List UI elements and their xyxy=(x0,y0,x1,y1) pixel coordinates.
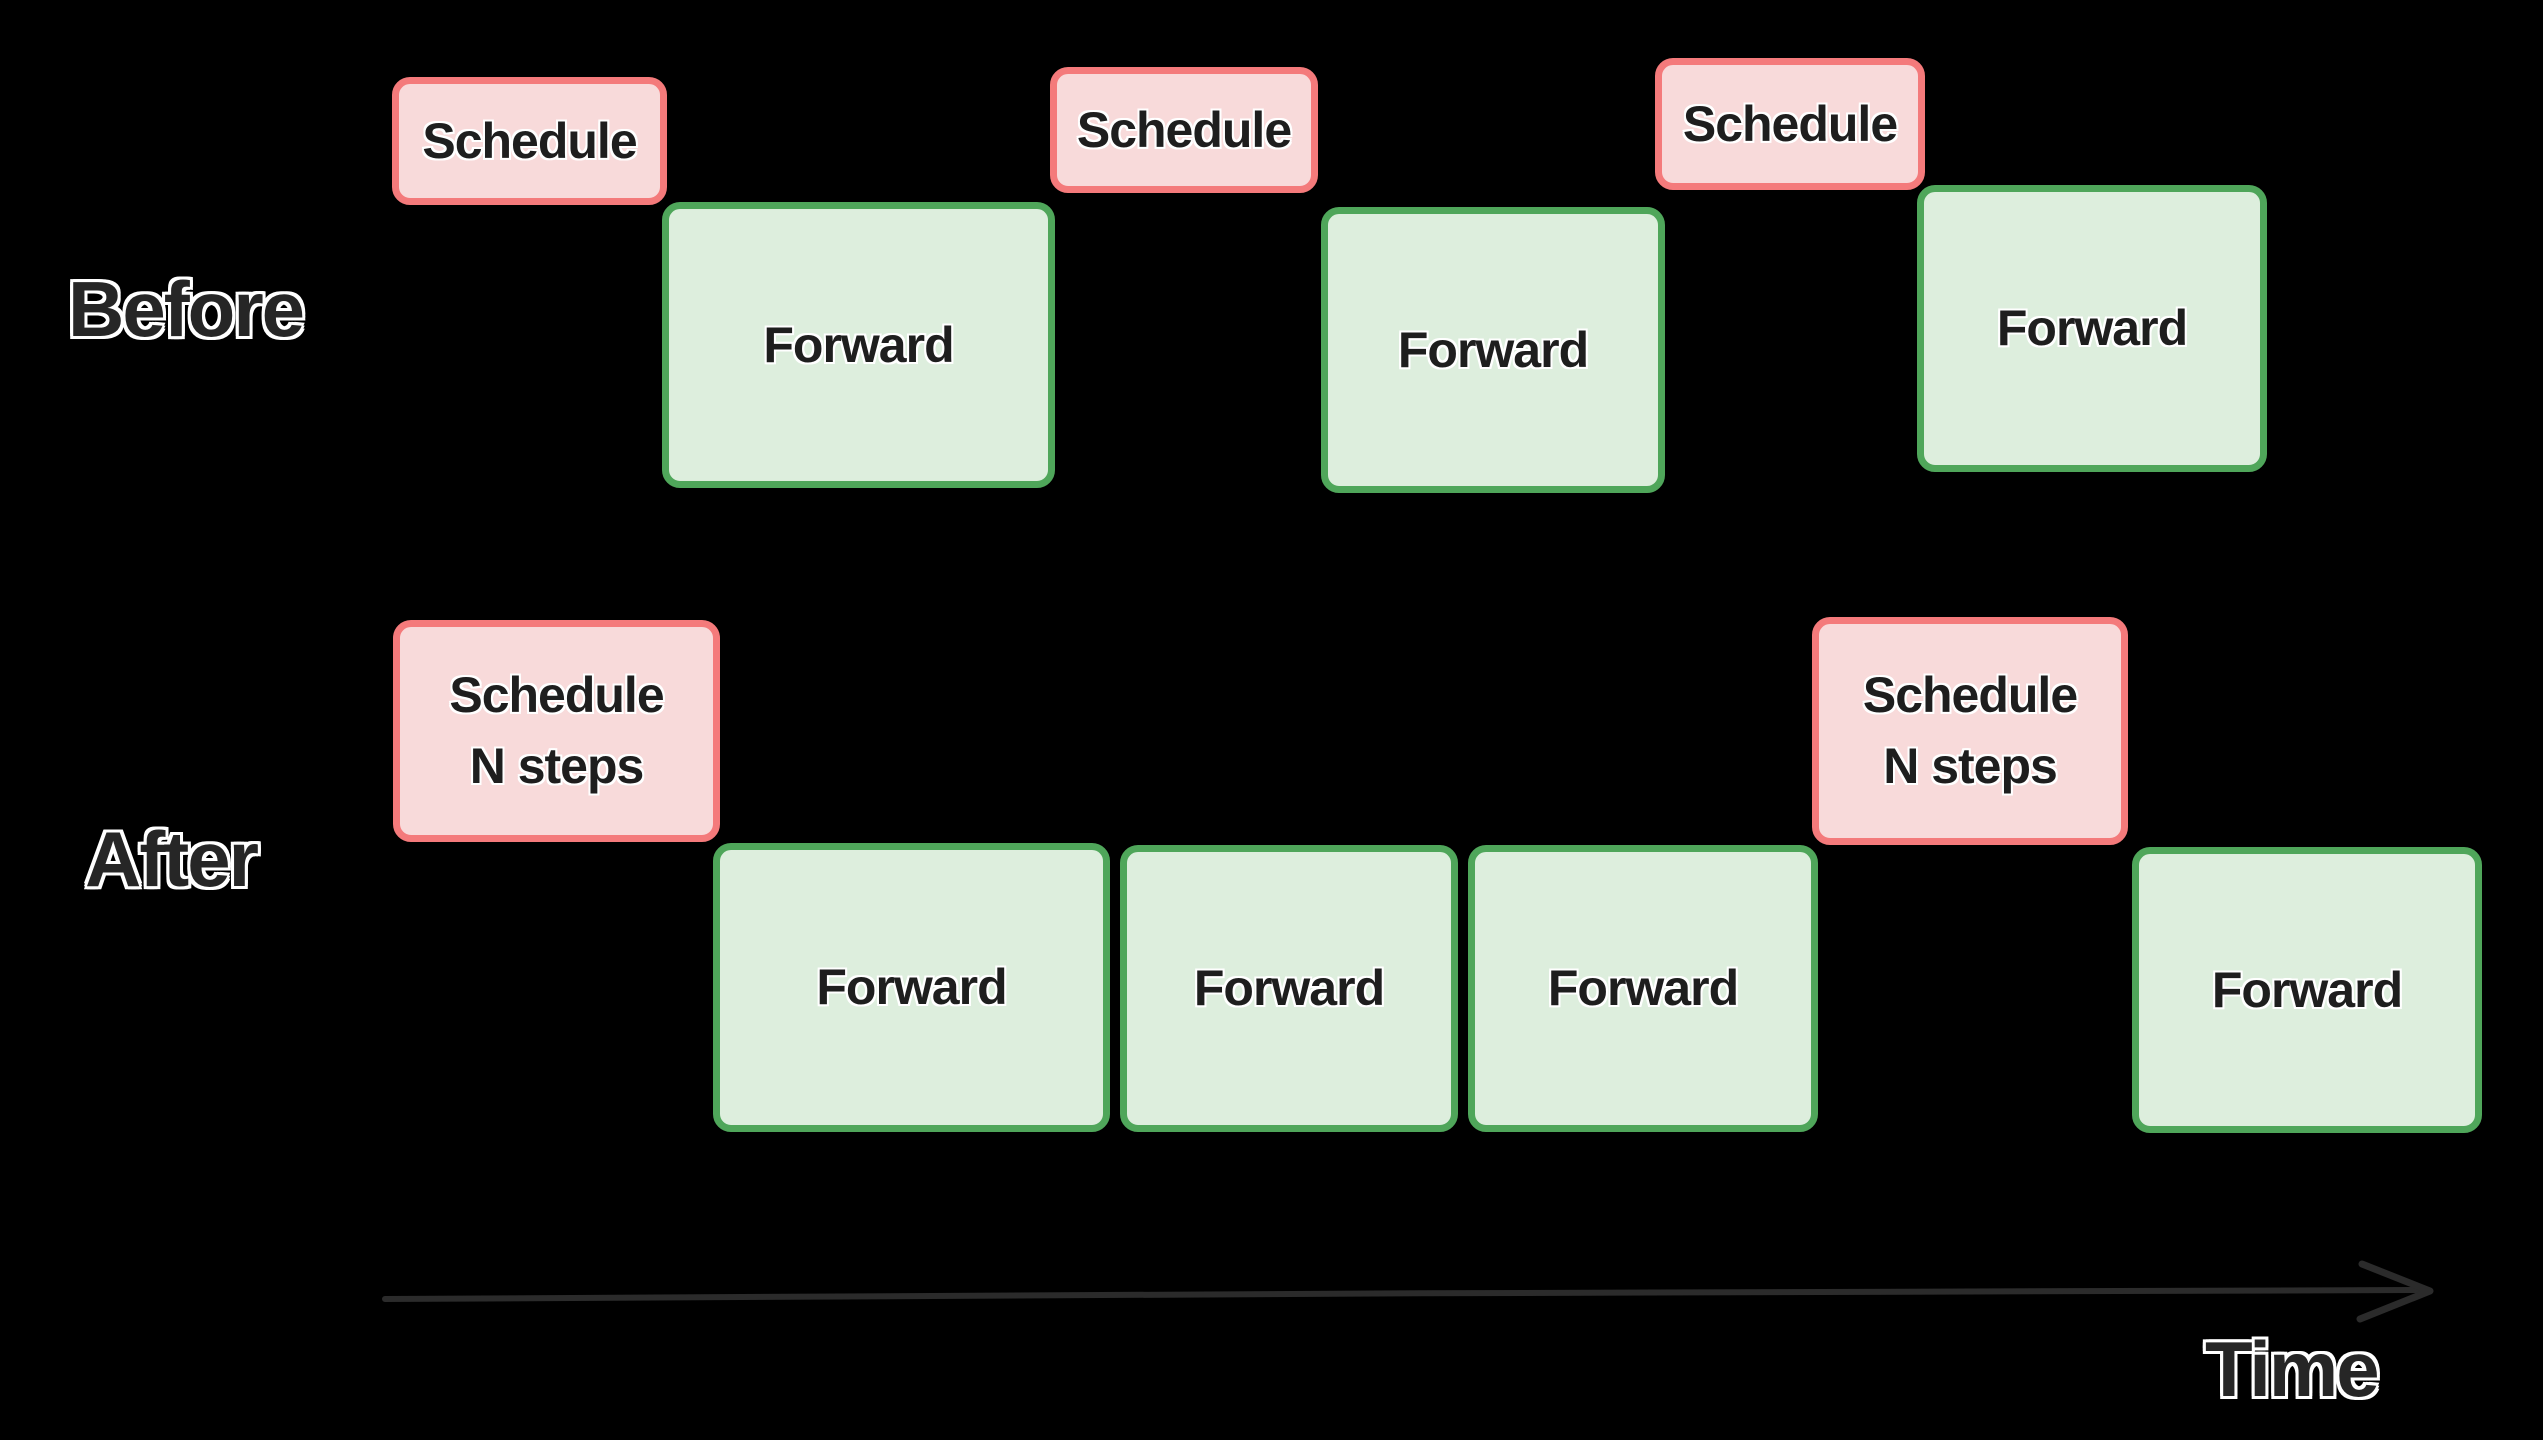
before-schedule-box-3-label: Schedule xyxy=(1682,95,1898,152)
before-schedule-box-1-label: Schedule xyxy=(422,112,637,169)
time-axis-arrowhead-icon xyxy=(2356,1260,2434,1323)
after-schedule-n-steps-box-1: Schedule N steps xyxy=(393,620,720,842)
before-schedule-box-1: Schedule xyxy=(392,77,667,205)
after-forward-box-3-label: Forward xyxy=(1547,960,1739,1016)
before-forward-box-1-label: Forward xyxy=(763,316,954,373)
after-forward-box-2: Forward xyxy=(1120,845,1458,1132)
before-forward-box-1: Forward xyxy=(662,202,1055,488)
before-schedule-box-3: Schedule xyxy=(1655,58,1925,190)
before-row-label: Before xyxy=(68,265,305,353)
before-forward-box-3: Forward xyxy=(1917,185,2267,472)
time-axis-label: Time xyxy=(2205,1325,2380,1413)
after-schedule-n-steps-box-2-line1: Schedule xyxy=(1862,667,2078,723)
after-forward-box-1: Forward xyxy=(713,843,1110,1132)
after-schedule-n-steps-box-2-line2: N steps xyxy=(1883,738,2058,794)
after-forward-box-1-label: Forward xyxy=(816,959,1007,1015)
before-forward-box-2: Forward xyxy=(1321,207,1665,493)
after-schedule-n-steps-box-2: Schedule N steps xyxy=(1812,617,2128,845)
before-forward-box-2-label: Forward xyxy=(1397,321,1589,378)
after-forward-box-4: Forward xyxy=(2132,847,2482,1133)
time-axis-line xyxy=(382,1287,2425,1302)
before-forward-box-3-label: Forward xyxy=(1996,300,2188,356)
before-schedule-box-2-label: Schedule xyxy=(1076,101,1292,158)
after-row-label: After xyxy=(85,815,259,903)
after-forward-box-4-label: Forward xyxy=(2211,961,2403,1018)
after-schedule-n-steps-box-1-line1: Schedule xyxy=(449,667,664,723)
before-schedule-box-2: Schedule xyxy=(1050,67,1318,193)
after-forward-box-3: Forward xyxy=(1468,845,1818,1132)
after-schedule-n-steps-box-1-line2: N steps xyxy=(469,738,645,794)
after-forward-box-2-label: Forward xyxy=(1193,960,1385,1016)
